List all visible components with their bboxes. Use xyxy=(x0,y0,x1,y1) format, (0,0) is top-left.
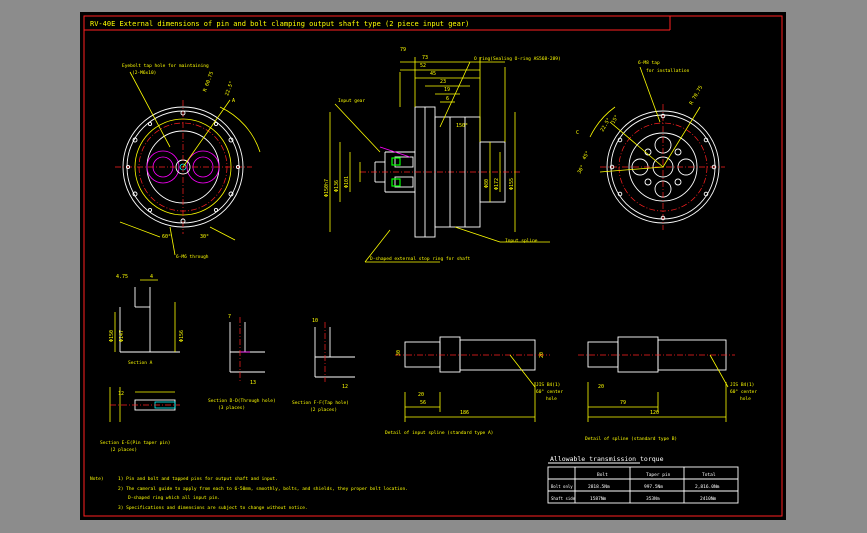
label-detail-output: Detail of spline (standard type B) xyxy=(585,436,677,442)
drawing-sheet: RV-40E External dimensions of pin and bo… xyxy=(80,12,786,520)
label-section-f: Section F-F(Tap hole) xyxy=(292,400,349,406)
dim-phi150-sa: Φ150 xyxy=(109,330,115,342)
dim-angle-30: 30° xyxy=(200,234,209,240)
dim-phi136: Φ136 xyxy=(334,180,340,192)
dim-s12a: 12 xyxy=(118,391,124,397)
label-center-hole-output-1: JIS B4(1) xyxy=(730,382,754,388)
side-section-view xyxy=(329,57,550,263)
label-input-spline: Input spline xyxy=(505,238,538,244)
dim-angle-top-left: 22.5° xyxy=(224,80,235,96)
dim-r-left: R 60.75 xyxy=(202,71,215,93)
note-3: D-shaped ring which all input pin. xyxy=(128,495,220,501)
front-view-right xyxy=(589,66,725,230)
label-section-e: Section E-E(Pin taper pin) xyxy=(100,440,170,446)
input-spline-detail xyxy=(395,336,550,422)
label-center-hole-input-3: hole xyxy=(546,396,557,402)
dim-s10: 10 xyxy=(312,318,318,324)
dim-phi156-sa: Φ156 xyxy=(179,330,185,342)
torque-row2-label: Shaft side xyxy=(551,496,576,501)
dim-phi101: Φ101 xyxy=(344,176,350,188)
dim-52: 52 xyxy=(420,63,426,69)
label-bolt-tapped: 6-M8 tap xyxy=(638,60,660,66)
dim-input-56: 56 xyxy=(420,400,426,406)
dim-19: 19 xyxy=(444,87,450,93)
dim-right-a4: 30° xyxy=(577,164,587,175)
section-d-view xyxy=(229,317,265,382)
note-4: 3) Specifications and dimensions are sub… xyxy=(118,505,308,511)
dim-s12b: 12 xyxy=(342,384,348,390)
label-section-d-places: (3 places) xyxy=(218,405,245,411)
dim-phi80: Φ80 xyxy=(484,179,490,188)
torque-row1-label: Bolt only xyxy=(551,484,573,489)
label-section-a: Section A xyxy=(128,360,153,366)
dim-4: 4 xyxy=(150,274,153,280)
label-tap-hole-size: (2-M6x10) xyxy=(132,70,156,76)
dim-45: 45 xyxy=(430,71,436,77)
dim-s7: 7 xyxy=(228,314,231,320)
notes-block: Note) 1) Pin and bolt and tapped pins fo… xyxy=(90,476,408,511)
label-center-hole-input-2: 60° center xyxy=(536,389,563,395)
label-center-hole-input-1: JIS B4(1) xyxy=(536,382,560,388)
torque-row1-total: 2,816.0Nm xyxy=(695,484,720,490)
torque-row2-pin: 353Nm xyxy=(646,496,660,502)
dim-right-a3: 45° xyxy=(582,150,592,161)
label-detail-input: Detail of input spline (standard type A) xyxy=(385,430,493,436)
dim-6: 6 xyxy=(446,96,449,102)
drawing-border xyxy=(83,15,783,517)
torque-header-total: Total xyxy=(702,472,716,478)
dim-output-20: 20 xyxy=(598,384,604,390)
dim-150deg: 150° xyxy=(456,123,468,129)
torque-row2-bolt: 1587Nm xyxy=(590,496,607,502)
dim-phi155: Φ155 xyxy=(509,178,515,190)
dim-input-186: 186 xyxy=(460,410,469,416)
torque-header-taper-pin: Taper pin xyxy=(646,472,671,478)
label-d-shaped-ring: D-shaped external stop ring for shaft xyxy=(370,256,471,262)
drawing-title: RV-40E External dimensions of pin and bo… xyxy=(90,20,469,28)
dim-right-a2: 15° xyxy=(611,114,621,125)
torque-title: Allowable transmission torque xyxy=(550,455,664,463)
note-1: 1) Pin and bolt and tapped pins for outp… xyxy=(118,476,278,482)
torque-table: Allowable transmission torque Bolt Taper… xyxy=(547,455,739,504)
dim-angle-60: 60° xyxy=(162,234,171,240)
torque-row1-pin: 997.5Nm xyxy=(644,484,663,490)
dim-s13: 13 xyxy=(250,380,256,386)
dim-phi150h7: Φ150h7 xyxy=(324,179,330,197)
torque-header-bolt: Bolt xyxy=(597,472,608,478)
dim-23: 23 xyxy=(440,79,446,85)
dim-right-c: C xyxy=(576,130,579,136)
notes-label: Note) xyxy=(90,476,104,482)
dim-73: 73 xyxy=(422,55,428,61)
dim-output-120: 120 xyxy=(650,410,659,416)
label-section-e-places: (2 places) xyxy=(110,447,137,453)
dim-input-30: 30 xyxy=(396,350,402,356)
dim-output-79: 79 xyxy=(620,400,626,406)
torque-row2-total: 2410Nm xyxy=(700,496,717,502)
label-o-ring: O ring(Sealing O-ring AS568-289) xyxy=(474,56,561,62)
dim-input-20b: 20 xyxy=(539,352,545,358)
label-input-gear: Input gear xyxy=(338,98,365,104)
label-center-hole-output-3: hole xyxy=(740,396,751,402)
dim-phi147-sa: Φ147 xyxy=(119,330,125,342)
dim-r-right: R 70.75 xyxy=(689,85,705,106)
dim-phi172: Φ172 xyxy=(494,178,500,190)
label-section-d: Section D-D(Through hole) xyxy=(208,398,276,404)
front-view-left xyxy=(115,71,261,256)
dim-input-20: 20 xyxy=(418,392,424,398)
torque-row1-bolt: 2818.5Nm xyxy=(588,484,610,490)
label-tap-hole: Eyebolt tap hole for maintaining xyxy=(122,63,209,69)
section-a-view xyxy=(114,279,180,353)
dim-79: 79 xyxy=(400,47,406,53)
dim-a-left: A xyxy=(232,98,235,104)
output-spline-detail xyxy=(578,336,735,422)
note-2: 2) The cameral guide to apply from each … xyxy=(118,486,408,492)
label-tapped-hole-left: 6-M6 through xyxy=(176,254,209,260)
label-for-installation: for installation xyxy=(646,68,690,74)
label-section-f-places: (2 places) xyxy=(310,407,337,413)
dim-4-75: 4.75 xyxy=(116,274,128,280)
section-e-view xyxy=(109,387,180,422)
cad-drawing: RV-40E External dimensions of pin and bo… xyxy=(83,15,783,517)
section-f-view xyxy=(314,322,355,382)
label-center-hole-output-2: 60° center xyxy=(730,389,757,395)
